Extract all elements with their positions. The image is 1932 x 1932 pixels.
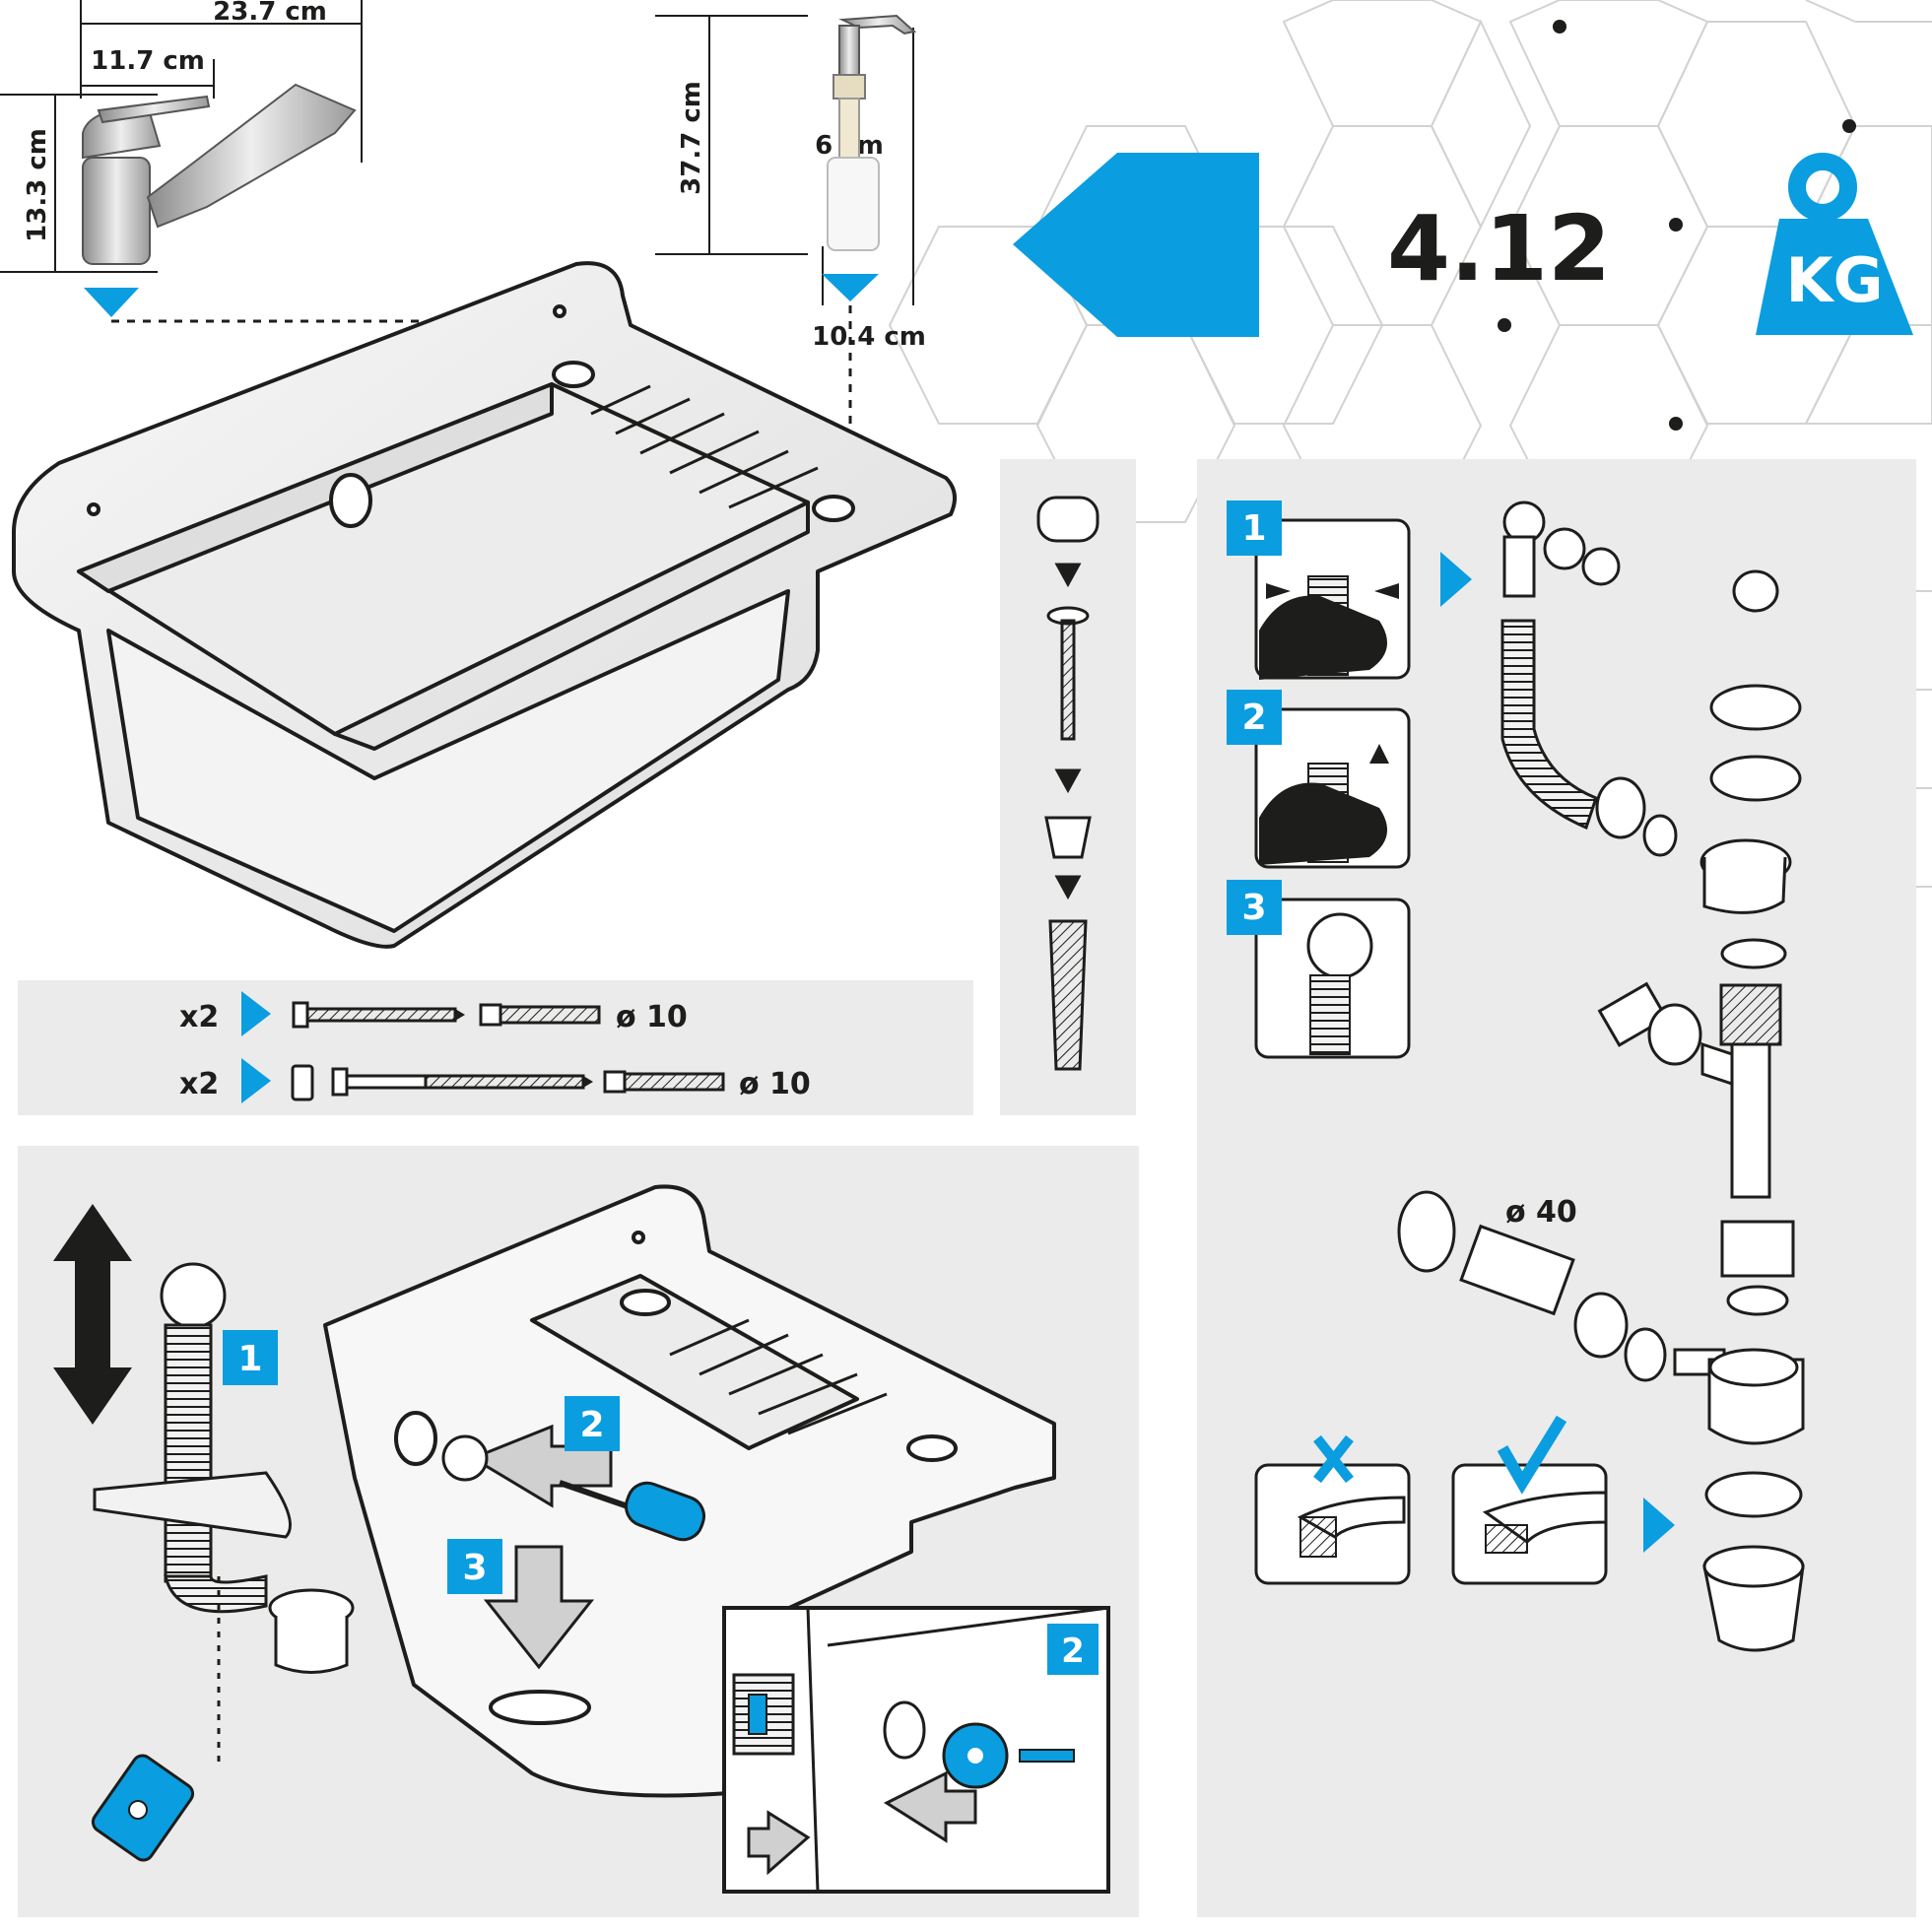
step-badge: 1 — [223, 1330, 278, 1385]
tap-width-label: 23.7 cm — [213, 0, 327, 27]
svg-text:3: 3 — [462, 1548, 487, 1588]
dispenser-dimensions — [655, 15, 914, 305]
svg-text:1: 1 — [237, 1339, 262, 1379]
arrow-icon — [1643, 1498, 1675, 1553]
screwdriver-icon — [559, 1480, 705, 1542]
svg-text:2: 2 — [1241, 698, 1266, 738]
seal-correct-icon — [1451, 1415, 1608, 1585]
siphon-icon — [1397, 500, 1805, 1652]
pipe-diameter-label: ø 40 — [1505, 1195, 1577, 1230]
tap-spout-label: 11.7 cm — [91, 46, 205, 76]
hose-step-2: 2 — [1227, 690, 1411, 869]
hand-icon — [1259, 595, 1387, 680]
screw-icon — [292, 1001, 465, 1029]
dispenser-depth-label: 10.4 cm — [812, 322, 926, 352]
wall-plug-icon — [479, 1003, 601, 1027]
cutter-knife-icon — [91, 1754, 195, 1862]
fixings-panel — [18, 980, 973, 1115]
seal-wrong-icon — [1254, 1434, 1411, 1585]
hose-step-1: 1 — [1227, 500, 1411, 680]
step-badge: 3 — [447, 1539, 502, 1594]
down-arrow-icon — [483, 1545, 595, 1670]
svg-text:1: 1 — [1241, 508, 1266, 549]
svg-text:2: 2 — [579, 1405, 604, 1445]
hose-step-3: 3 — [1227, 880, 1411, 1059]
tap-icon — [82, 83, 357, 317]
detail-inset: 2 — [722, 1606, 1110, 1894]
sink-mounted-icon — [323, 1184, 1056, 1798]
soap-dispenser-icon — [822, 14, 917, 301]
weight-unit: KG — [1786, 244, 1884, 316]
dispenser-height-label: 37.7 cm — [677, 81, 706, 195]
sink-icon — [12, 261, 957, 949]
fixing-diameter: ø 10 — [739, 1067, 811, 1101]
screw-icon — [331, 1067, 593, 1097]
fixing-row-2: x2 ø 10 — [179, 1058, 811, 1103]
up-down-arrow-icon — [53, 1204, 132, 1425]
fixing-row-1: x2 ø 10 — [179, 991, 688, 1036]
fixing-qty: x2 — [179, 1000, 219, 1034]
washer-icon — [291, 1064, 314, 1101]
weight-value: 4.12 — [1387, 196, 1611, 301]
fixing-diameter: ø 10 — [616, 1000, 688, 1034]
wall-plug-icon — [603, 1070, 725, 1094]
svg-text:3: 3 — [1241, 888, 1266, 928]
tap-dimensions — [0, 0, 363, 273]
plug-stack — [1036, 496, 1099, 1071]
weight-icon: KG — [1756, 153, 1913, 335]
step-badge: 2 — [565, 1396, 620, 1451]
hand-icon — [1259, 782, 1387, 865]
fixing-qty: x2 — [179, 1067, 219, 1101]
arrow-icon — [1440, 552, 1472, 607]
tap-height-label: 13.3 cm — [23, 128, 52, 242]
drain-hose-icon — [93, 1262, 355, 1674]
step-badge: 2 — [1061, 1632, 1085, 1671]
direction-arrow-icon — [1013, 153, 1259, 337]
